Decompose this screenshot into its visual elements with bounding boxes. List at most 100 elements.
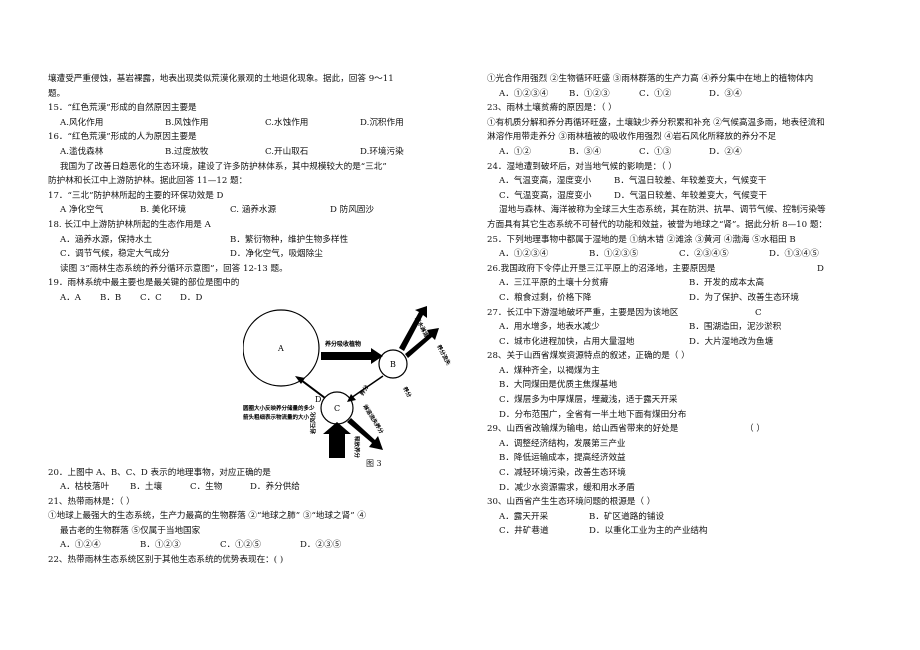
options-30-row2: C．井矿巷道 D．以重化工业为主的产业结构: [487, 524, 887, 539]
arrow-leach-label: 淋溶流失养分: [361, 402, 386, 435]
option: D．为了保护、改善生态环境: [689, 292, 800, 303]
question-25: 25．下列地理事物中都属于湿地的是 ①纳木错 ②滩涂 ③黄河 ④渤海 ⑤水稻田 …: [487, 234, 796, 245]
arrow-leach: [347, 417, 383, 450]
option: B．B: [100, 292, 122, 303]
figure-note: 圆圈大小反映养分储量的多少: [243, 404, 315, 412]
figure-caption: 图 3: [366, 458, 382, 468]
options-15: A.风化作用 B.风蚀作用 C.水蚀作用 D.沉积作用: [48, 116, 468, 131]
option: A．枯枝落叶: [60, 482, 110, 493]
option: A 净化空气: [60, 205, 104, 216]
intro-text: 壤遭受严重侵蚀，基岩裸露，地表出现类似荒漠化景观的土地退化现象。据此，回答 9～…: [48, 74, 394, 84]
option: B．大同煤田是优质主焦煤基地: [499, 380, 618, 391]
label-d: D: [315, 395, 321, 404]
arrow-b-up: [399, 305, 427, 351]
arrow-release-label: 释放养分: [353, 436, 361, 458]
question-24: 24．湿地遭到破坏后，对当地气候的影响是：（ ）: [487, 161, 677, 172]
arrowhead: [295, 375, 305, 384]
option: D．气温日较差、年较差变大，气候变干: [614, 190, 767, 201]
option: A．露天开采: [499, 511, 549, 522]
option: D．分布范围广，全省有一半土地下面有煤田分布: [499, 409, 687, 420]
arrow-top-label: 养分吸收植物: [324, 340, 361, 348]
question-17: 17．“三北”防护林所起的主要的环保功效是 D: [48, 190, 224, 201]
options-21: A．①②④ B．①②③ C．①②⑤ D．②③⑤: [48, 538, 468, 553]
option: D 防风固沙: [330, 205, 374, 216]
option: C．生物: [190, 482, 223, 493]
question-text: 27．长江中下游湿地破坏严重，主要是因为该地区: [487, 307, 679, 318]
option: C.水蚀作用: [265, 117, 309, 128]
options-16: A.滥伐森林 B.过度放牧 C.开山取石 D.环境污染: [48, 145, 468, 160]
options-18-row1: A．涵养水源，保持水土 B．繁衍物种，维护生物多样性: [48, 233, 468, 248]
option: B.过度放牧: [165, 146, 209, 157]
option: B．繁衍物种，维护生物多样性: [230, 234, 349, 245]
option: D．D: [180, 292, 203, 303]
right-column: ①光合作用强烈 ②生物循环旺盛 ③雨林群落的生产力高 ④养分集中在地上的植物体内…: [487, 72, 887, 539]
circle-b: [378, 348, 408, 379]
option: D．②③⑤: [300, 540, 342, 551]
option: B．开发的成本太高: [689, 278, 765, 289]
option: C．调节气候，稳定大气成分: [60, 249, 170, 260]
figure-note: 箭头粗细表示物流量的大小: [243, 413, 310, 421]
option: D．减少水资源需求，缓和用水矛盾: [499, 482, 635, 493]
option: B. 美化环境: [140, 205, 187, 216]
option: C．①②: [639, 88, 672, 99]
option: C．气温变高，湿度变小: [499, 190, 592, 201]
question-21: 21、热带雨林是：（ ）: [48, 496, 135, 507]
question-23-items: 淋溶作用带走养分 ③雨林植被的吸收作用强烈 ④岩石风化所释放的养分不足: [487, 132, 777, 143]
question-20: 20．上图中 A、B、C、D 表示的地理事物，对应正确的是: [48, 467, 271, 478]
arrow-weathering: [323, 421, 351, 458]
question-21-items: ①地球上最强大的生态系统，生产力最高的生物群落 ②“地球之肺” ③“地球之肾” …: [48, 511, 366, 522]
question-18: 18. 长江中上游防护林所起的生态作用是 A: [48, 219, 211, 230]
answer-paren: （ ）: [745, 424, 765, 435]
option: C．减轻环境污染，改善生态环境: [499, 468, 626, 479]
option: D.沉积作用: [360, 117, 404, 128]
question-22: 22、热带雨林生态系统区别于其他生态系统的优势表现在：( ): [48, 555, 284, 566]
option: C．C: [140, 292, 162, 303]
option: B．矿区道路的铺设: [589, 511, 665, 522]
label-b: B: [390, 360, 396, 369]
question-text: 29、山西省改输煤为输电，给山西省带来的好处是: [487, 424, 679, 435]
arrow-b-out-label: 养分: [401, 384, 414, 399]
option: B．①②③⑤: [589, 249, 639, 260]
options-26-row2: C．粮食过剩，价格下降 D．为了保护、改善生态环境: [487, 291, 887, 306]
option: A．气温变高，湿度变小: [499, 176, 592, 187]
options-23: A．①② B．③④ C．①③ D．②④: [487, 145, 887, 160]
question-16: 16．“红色荒漠”形成的人为原因主要是: [48, 132, 197, 143]
options-27-row2: C．城市化进程加快，占用大量湿地 D．大片湿地改为鱼塘: [487, 335, 887, 350]
figure-intro: 读图 3“雨林生态系统的养分循环示意图”，回答 12-13 题。: [60, 263, 288, 274]
options-18-row2: C．调节气候，稳定大气成分 D．净化空气，吸烟除尘: [48, 247, 468, 262]
options-22: A．①②③④ B．①②③ C．①② D．③④: [487, 87, 887, 102]
option: A．涵养水源，保持水土: [60, 234, 153, 245]
option: D．大片湿地改为鱼塘: [689, 336, 774, 347]
option: B．围湖造田，泥沙淤积: [689, 322, 782, 333]
options-20: A．枯枝落叶 B．土壤 C．生物 D．养分供给: [48, 480, 468, 495]
left-column: 壤遭受严重侵蚀，基岩裸露，地表出现类似荒漠化景观的土地退化现象。据此，回答 9～…: [48, 72, 468, 568]
option: A.滥伐森林: [60, 146, 104, 157]
arrow-right2-label: 养分流失: [435, 342, 453, 367]
option: B.风蚀作用: [165, 117, 209, 128]
question-28: 28、关于山西省煤炭资源特点的叙述，正确的是（ ）: [487, 351, 690, 362]
option: A．煤种齐全，以褐煤为主: [499, 365, 600, 376]
option: A．A: [60, 292, 82, 303]
arrow-weather-label: 岩石风化: [309, 411, 317, 435]
nutrient-cycle-figure: A B C D 养分吸收植物 养分 雨水淋溶 养分流失 养分: [48, 305, 468, 468]
option: D．净化空气，吸烟除尘: [230, 249, 323, 260]
option: D．以重化工业为主的产业结构: [589, 526, 708, 537]
option: C．井矿巷道: [499, 526, 549, 537]
options-27-row1: A．用水增多，地表水减少 B．围湖造田，泥沙淤积: [487, 320, 887, 335]
options-24-row1: A．气温变高，湿度变小 B．气温日较差、年较差变大，气候变干: [487, 174, 887, 189]
option: B．降低运输成本，提高经济效益: [499, 453, 626, 464]
option: C．②③④⑤: [679, 249, 729, 260]
option: B．气温日较差、年较差变大，气候变干: [614, 176, 767, 187]
label-a: A: [277, 344, 284, 353]
option: A．①②④: [60, 540, 101, 551]
option: C．城市化进程加快，占用大量湿地: [499, 336, 635, 347]
options-24-row2: C．气温变高，湿度变小 D．气温日较差、年较差变大，气候变干: [487, 189, 887, 204]
answer-mark: C: [755, 307, 762, 318]
intro-text: 湿地与森林、海洋被称为全球三大生态系统，其在防洪、抗旱、调节气候、控制污染等: [499, 205, 826, 216]
option: D．②④: [709, 146, 742, 157]
intro-text: 方面具有其它生态系统不可替代的功能和效益，被誉为地球之“肾”。据此分析 8—10…: [487, 219, 828, 230]
question-26: 26.我国政府下令停止开垦三江平原上的沼泽地，主要原因是 D: [487, 262, 887, 277]
options-25: A．①②③④ B．①②③⑤ C．②③④⑤ D．①③④⑤: [487, 247, 887, 262]
option: B．③④: [569, 146, 602, 157]
options-17: A 净化空气 B. 美化环境 C. 涵养水源 D 防风固沙: [48, 203, 468, 218]
